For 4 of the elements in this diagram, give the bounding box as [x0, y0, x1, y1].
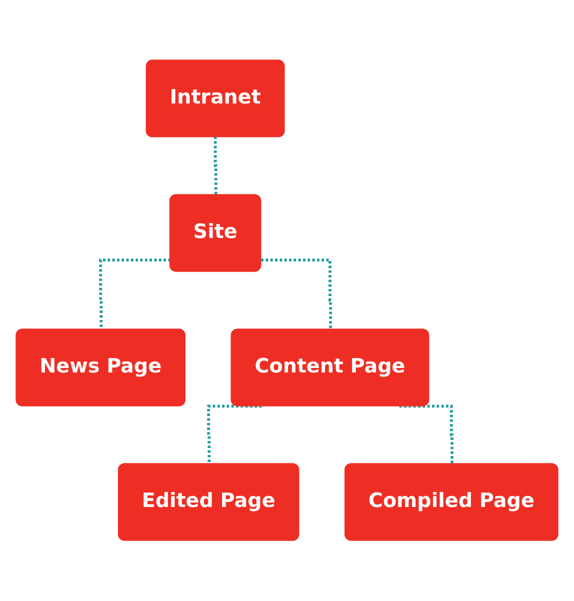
connector: [399, 405, 454, 465]
connector: [261, 258, 332, 330]
connector: [214, 136, 218, 196]
connector: [207, 405, 262, 465]
